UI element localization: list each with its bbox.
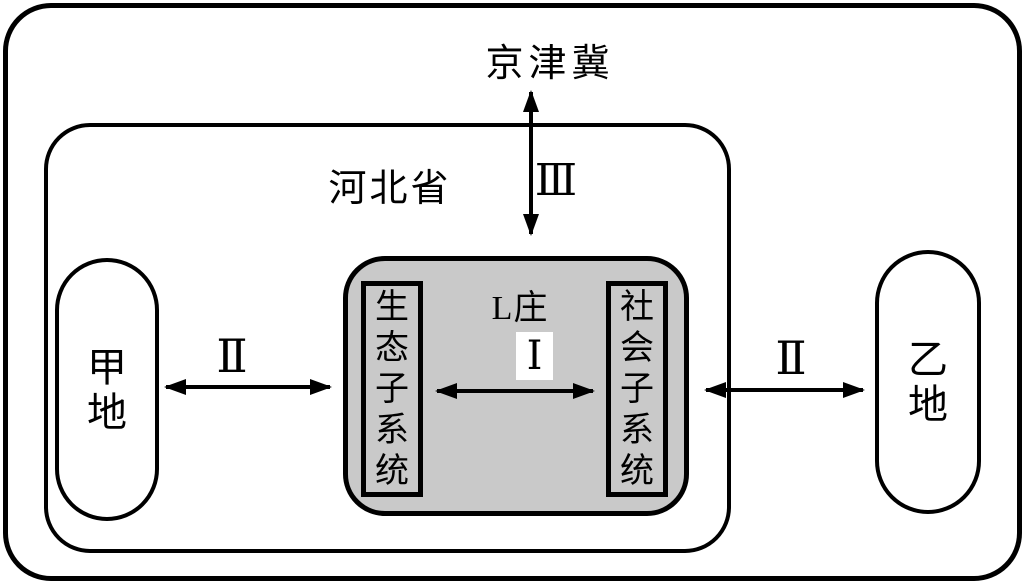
link-label-left: Ⅱ: [216, 329, 248, 383]
subsystem-right-label: 社会子系统: [620, 288, 654, 490]
village-label: L庄: [491, 290, 549, 327]
place-a-label: 甲地: [87, 344, 127, 435]
region-label: 京津冀: [485, 43, 615, 85]
subsystem-left-box: 生态子系统: [361, 281, 423, 497]
place-b-label: 乙地: [908, 337, 948, 427]
place-a-capsule: 甲地: [55, 258, 159, 521]
link-label-regional: Ⅲ: [534, 155, 578, 206]
place-b-capsule: 乙地: [875, 250, 981, 514]
subsystem-left-label: 生态子系统: [375, 288, 409, 490]
subsystem-right-box: 社会子系统: [606, 281, 668, 497]
link-label-internal: Ⅰ: [516, 332, 553, 380]
link-label-right: Ⅱ: [775, 331, 807, 385]
province-label: 河北省: [328, 168, 452, 210]
